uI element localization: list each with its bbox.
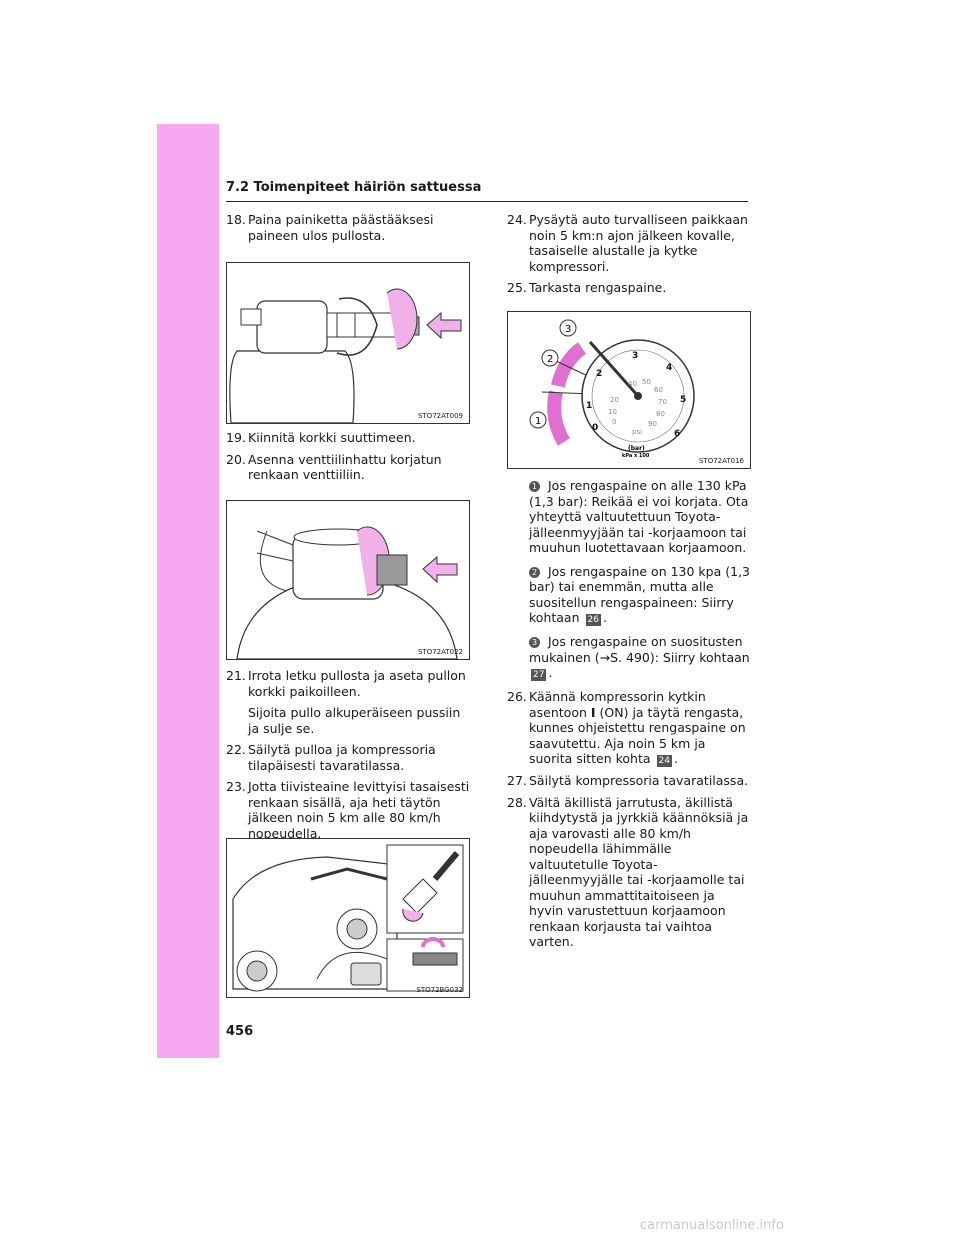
result-1-text: Jos rengaspaine on alle 130 kPa (1,3 bar… [529,478,749,555]
watermark: carmanualsonline.info [640,1218,784,1233]
step-25: 25. Tarkasta rengaspaine. [507,280,751,296]
marker-3-icon: 3 [529,637,540,648]
bottle-valve-illustration [229,288,462,423]
figure-pressure-gauge: 0 1 2 3 4 5 6 0 10 20 40 50 60 70 80 90 … [507,311,751,469]
result-3-text: Jos rengaspaine on suositusten mukainen … [529,634,750,665]
step-27: 27. Säilytä kompressoria tavaratilassa. [507,773,751,789]
section-tab-bar [157,124,219,1058]
step-text: Paina painiketta päästääksesi paineen ul… [248,212,434,243]
step-20: 20. Asenna venttiilinhattu korjatun renk… [226,452,474,483]
step-number: 27. [507,773,527,788]
switch-on-symbol: I [590,704,596,720]
step-ref-24[interactable]: 24 [656,755,672,767]
step-text: Säilytä kompressoria tavaratilassa. [529,773,749,788]
step-24: 24. Pysäytä auto turvalliseen paikkaan n… [507,212,751,274]
figure-valve-cap: STO72AT022 [226,500,470,660]
step-number: 20. [226,451,246,467]
step-text: Käännä kompressorin kytkin asentoon [529,689,706,720]
step-18: 18. Paina painiketta päästääksesi painee… [226,212,474,243]
result-2-text: Jos rengaspaine on 130 kpa (1,3 bar) tai… [529,563,750,626]
psi-label-50: 50 [642,378,651,386]
step-text: Irrota letku pullosta ja aseta pullon ko… [248,668,466,699]
bar-label-0: 0 [592,423,598,433]
step-number: 18. [226,212,246,227]
figure-code: STO72AT022 [417,648,463,656]
section-header: 7.2 Toimenpiteet häiriön sattuessa [226,180,748,202]
step-ref-27[interactable]: 27 [531,669,547,681]
marker-1-icon: 1 [529,481,540,492]
figure-car-compressor: STO72BG032 [226,838,470,998]
step-text: Säilytä pulloa ja kompressoria tilapäise… [248,742,436,773]
step-ref-26[interactable]: 26 [585,614,601,626]
figure-code: STO72AT016 [698,457,744,465]
step-number: 26. [507,689,527,704]
right-column-top: 24. Pysäytä auto turvalliseen paikkaan n… [507,212,751,302]
step-19: 19. Kiinnitä korkki suuttimeen. [226,430,474,446]
figure-code: STO72AT009 [417,412,463,420]
step-28: 28. Vältä äkillistä jarrutusta, äkillist… [507,795,751,950]
step-number: 21. [226,668,246,683]
psi-label-40: 40 [628,380,637,388]
step-26-end: . [673,751,678,766]
section-title: 7.2 Toimenpiteet häiriön sattuessa [226,180,482,195]
bar-label-4: 4 [666,363,672,373]
callout-1: 1 [535,416,541,427]
step-text: Kiinnitä korkki suuttimeen. [248,430,416,445]
bar-unit: (bar) [628,445,645,452]
psi-label-70: 70 [658,398,667,406]
step-number: 19. [226,430,246,445]
callout-2: 2 [547,354,553,365]
figure-code: STO72BG032 [416,986,463,994]
step-text: Pysäytä auto turvalliseen paikkaan noin … [529,212,748,274]
step-text: Jotta tiivisteaine levittyisi tasaisesti… [248,779,470,841]
result-2-end: . [602,610,607,625]
page-number: 456 [226,1024,254,1039]
step-23: 23. Jotta tiivisteaine levittyisi tasais… [226,779,474,841]
figure-bottle-release: STO72AT009 [226,262,470,424]
psi-label-20: 20 [610,396,619,404]
psi-label-80: 80 [656,410,665,418]
psi-label-10: 10 [608,408,617,416]
psi-label-60: 60 [654,386,663,394]
step-number: 28. [507,794,527,810]
bar-label-2: 2 [596,369,602,379]
psi-unit: psi [632,428,642,436]
psi-label-0: 0 [612,418,616,426]
car-compressor-illustration [232,844,464,992]
step-number: 23. [226,779,246,794]
left-column-mid: 19. Kiinnitä korkki suuttimeen. 20. Asen… [226,430,474,489]
bar-label-5: 5 [680,395,686,405]
bar-label-6: 6 [674,429,680,439]
pressure-gauge-illustration: 0 1 2 3 4 5 6 0 10 20 40 50 60 70 80 90 … [529,319,695,459]
psi-label-90: 90 [648,420,657,428]
valve-cap-illustration [236,526,458,659]
step-number: 22. [226,742,246,757]
step-21-note: Sijoita pullo alkuperäiseen pussiin ja s… [248,705,461,736]
step-text: Asenna venttiilinhattu korjatun renkaan … [248,451,442,483]
step-26: 26. Käännä kompressorin kytkin asentoon … [507,689,751,767]
step-22: 22. Säilytä pulloa ja kompressoria tilap… [226,742,474,773]
step-text: Tarkasta rengaspaine. [529,280,667,295]
result-3-end: . [548,665,553,680]
step-text: Vältä äkillistä jarrutusta, äkillistä ki… [529,794,749,950]
bar-label-1: 1 [586,401,592,411]
step-number: 25. [507,280,527,295]
step-number: 24. [507,212,527,227]
left-column: 18. Paina painiketta päästääksesi painee… [226,212,474,249]
kpa-unit: kPa x 100 [622,453,650,459]
marker-2-icon: 2 [529,566,540,578]
callout-3: 3 [565,324,571,335]
step-21: 21. Irrota letku pullosta ja aseta pullo… [226,668,474,699]
bar-label-3: 3 [632,351,638,361]
left-column-lower: 21. Irrota letku pullosta ja aseta pullo… [226,668,474,847]
step-text-cont: (ON) ja täytä rengasta, kunnes ohjeistet… [529,704,746,767]
